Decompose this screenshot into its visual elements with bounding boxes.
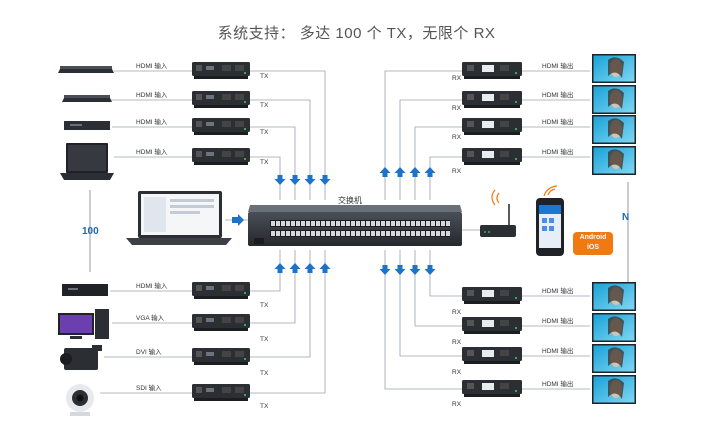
switch-label: 交换机 bbox=[338, 196, 362, 205]
rx-label: RX bbox=[452, 105, 462, 112]
input-label: HDMI 输入 bbox=[136, 283, 168, 290]
rx-label: RX bbox=[452, 401, 462, 408]
app-badge-ios: iOS bbox=[586, 244, 600, 251]
tx-count-label: 100 bbox=[82, 226, 99, 237]
diagram-title: 系统支持： 多达 100 个 TX，无限个 RX bbox=[217, 25, 496, 42]
input-label: HDMI 输入 bbox=[136, 92, 168, 99]
output-label: HDMI 输出 bbox=[542, 318, 574, 325]
source-devices-top bbox=[58, 66, 114, 180]
rx-label: RX bbox=[452, 134, 462, 141]
rx-label: RX bbox=[452, 339, 462, 346]
router bbox=[480, 189, 516, 237]
tx-label: TX bbox=[260, 370, 269, 377]
downstream-arrows bbox=[232, 167, 436, 275]
input-label: HDMI 输入 bbox=[136, 63, 168, 70]
smartphone bbox=[536, 185, 564, 256]
app-badge: Android iOS bbox=[573, 232, 613, 255]
input-label: VGA 输入 bbox=[136, 315, 165, 322]
tx-label: TX bbox=[260, 159, 269, 166]
source-devices-bottom bbox=[58, 284, 109, 416]
rx-label: RX bbox=[452, 369, 462, 376]
output-label: HDMI 输出 bbox=[542, 149, 574, 156]
output-label: HDMI 输出 bbox=[542, 348, 574, 355]
output-label: HDMI 输出 bbox=[542, 381, 574, 388]
rx-count-label: N bbox=[622, 212, 630, 223]
app-badge-android: Android bbox=[579, 234, 607, 241]
output-label: HDMI 输出 bbox=[542, 288, 574, 295]
network-switch bbox=[248, 205, 462, 246]
tx-label: TX bbox=[260, 336, 269, 343]
rx-label: RX bbox=[452, 309, 462, 316]
input-label: DVI 输入 bbox=[136, 349, 162, 356]
tx-label: TX bbox=[260, 403, 269, 410]
output-label: HDMI 输出 bbox=[542, 119, 574, 126]
output-label: HDMI 输出 bbox=[542, 92, 574, 99]
tx-label: TX bbox=[260, 129, 269, 136]
input-label: HDMI 输入 bbox=[136, 119, 168, 126]
tx-label: TX bbox=[260, 73, 269, 80]
display-screens bbox=[592, 54, 636, 404]
tx-label: TX bbox=[260, 102, 269, 109]
rx-label: RX bbox=[452, 168, 462, 175]
input-label: HDMI 输入 bbox=[136, 149, 168, 156]
tx-label: TX bbox=[260, 302, 269, 309]
computer-terminal bbox=[126, 191, 232, 245]
input-label: SDI 输入 bbox=[136, 385, 162, 392]
output-label: HDMI 输出 bbox=[542, 63, 574, 70]
rx-label: RX bbox=[452, 75, 462, 82]
